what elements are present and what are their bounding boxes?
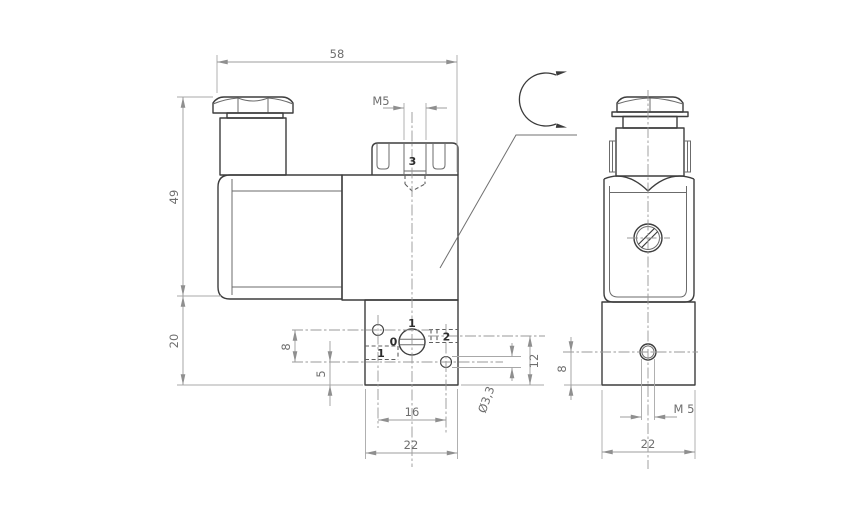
connector-block-front [615,127,685,177]
rotation-arrow-arc [518,72,557,127]
dim-12: 12 [527,354,541,369]
front-view-dimensions: 8 M 5 22 [555,337,696,459]
port3-label: 3 [409,155,417,168]
rotation-arrow-top [555,71,567,76]
dim-49: 49 [167,190,181,205]
dim-8-front: 8 [555,365,569,372]
side-view-dimensions: 58 49 20 M5 8 5 12 Ø3,3 16 [167,47,544,459]
dim-m5-front: M 5 [674,402,695,416]
dim-16: 16 [405,405,420,419]
dim-58: 58 [330,47,345,61]
hex-nut-front-facets [616,97,684,112]
gland-washer [226,112,284,119]
connector-block-side [219,117,287,176]
dim-22-front: 22 [641,437,656,451]
port2-label: 2 [443,331,451,344]
coil-top-wave [603,175,695,192]
dim-49-20-extensions [177,96,363,386]
dim-22-side: 22 [404,438,419,452]
hex-nut-front [616,96,684,113]
port1-label: 1 [377,347,385,360]
dim-5: 5 [314,370,328,377]
coil-inner-lines [231,179,342,295]
dim-8-side: 8 [279,343,293,350]
leader-line [439,134,577,269]
dim-hole-diameter: Ø3,3 [475,384,498,414]
dim-m5-extensions [403,103,427,140]
dim-m5-front-extensions [641,359,655,420]
gland-neck-front [622,115,678,129]
port1-hidden [365,345,399,361]
valve-body-upper [341,174,459,301]
dim-dia-extensions [452,356,521,368]
annotations [439,71,577,269]
override-zero-label: 0 [390,336,398,349]
hex-nut-side [212,96,294,114]
port-screw-label: 1 [408,317,416,330]
rotation-arrow-bottom [555,123,567,128]
front-view [563,90,698,469]
valve-body-lower-front [601,301,696,386]
port3-boss-slots [376,143,446,175]
dim-22-extensions [365,389,458,459]
dim-20: 20 [167,334,181,349]
port3-boss [371,142,459,175]
port3-hidden-thread [404,175,426,192]
port2-hidden [429,328,458,344]
side-view: 3 1 2 0 1 [212,96,545,467]
coil-outline-side [217,174,343,300]
override-screw-front-slot [637,227,659,249]
connector-side-tabs [609,140,691,173]
dim-22-front-extensions [601,390,696,459]
hex-nut-facets [212,97,294,113]
dim-m5-top: M5 [372,94,389,108]
